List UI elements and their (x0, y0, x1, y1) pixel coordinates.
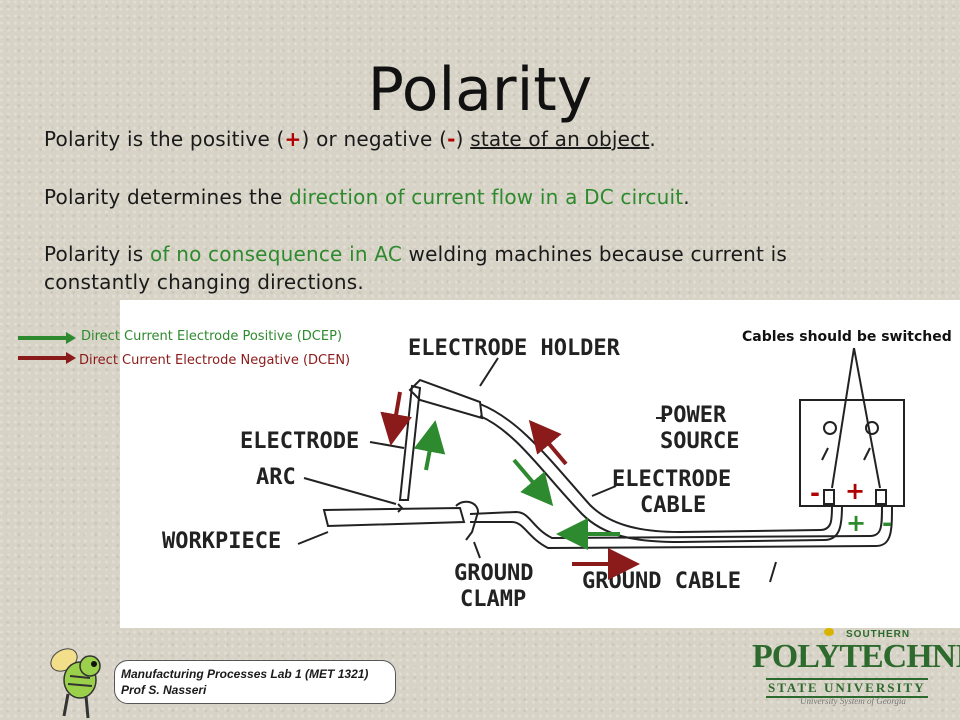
text-segment: Polarity is (44, 242, 150, 266)
instructor-name: Prof S. Nasseri (121, 683, 207, 697)
dial-icon (865, 421, 879, 435)
ground-clamp (455, 500, 480, 541)
note-pointer-left (831, 347, 855, 489)
pointer-arc (303, 477, 397, 505)
label-electrode-cable-2: CABLE (640, 493, 706, 518)
dcen-arrow-electrode (380, 391, 412, 446)
terminal-sign-bottom-left: + (846, 509, 867, 537)
terminal-sign-top-right: + (845, 477, 866, 505)
text-segment: welding machines because current is (402, 242, 787, 266)
text-line-polarity-definition: Polarity is the positive (+) or negative… (44, 125, 656, 153)
plus-sign: + (284, 127, 302, 151)
electrode-holder (408, 378, 484, 420)
logo-star-icon (824, 628, 834, 636)
switch-icon (863, 447, 871, 461)
label-ground-clamp-2: CLAMP (460, 587, 526, 612)
text-segment: ) (455, 127, 471, 151)
highlight-phrase: of no consequence in AC (149, 242, 402, 266)
diagram-drawing: ELECTRODE HOLDER POWER SOURCE ELECTRODE … (162, 336, 905, 612)
dcep-arrow-electrode (413, 420, 446, 471)
label-workpiece: WORKPIECE (162, 529, 281, 554)
electrode-cable (479, 403, 833, 534)
pointer-workpiece (297, 531, 329, 545)
terminal-positive (875, 489, 887, 505)
note-pointer-right (853, 347, 881, 489)
dcen-arrow-cable (528, 419, 568, 466)
dcep-arrow-cable (512, 458, 554, 507)
label-electrode-holder: ELECTRODE HOLDER (408, 336, 621, 361)
switch-icon (821, 447, 829, 461)
legend-arrows (18, 332, 76, 364)
logo-state-university: STATE UNIVERSITY (766, 678, 928, 698)
text-segment: Polarity determines the (44, 185, 290, 209)
pointer-ground-cable (769, 561, 777, 583)
pointer-cable (591, 485, 617, 497)
ground-cable (469, 504, 883, 540)
pointer-electrode (369, 441, 405, 449)
hornet-mascot-icon (50, 648, 101, 719)
course-name: Manufacturing Processes Lab 1 (MET 1321) (121, 667, 369, 681)
power-source-box (799, 399, 905, 507)
dial-icon (823, 421, 837, 435)
text-line-ac-continued: constantly changing directions. (44, 270, 364, 294)
text-segment: Polarity is the positive ( (44, 127, 285, 151)
university-logo: SOUTHERN POLYTECHNIC STATE UNIVERSITY Un… (748, 628, 960, 712)
label-ground-cable: GROUND CABLE (582, 569, 741, 594)
welding-circuit-diagram: ELECTRODE HOLDER POWER SOURCE ELECTRODE … (120, 300, 960, 628)
legend-dcep: Direct Current Electrode Positive (DCEP) (81, 329, 343, 344)
underlined-phrase: state of an object (470, 127, 650, 151)
text-line-direction: Polarity determines the direction of cur… (44, 183, 690, 211)
legend-dcen: Direct Current Electrode Negative (DCEN) (79, 353, 351, 368)
cables-switched-note: Cables should be switched (742, 329, 952, 345)
logo-polytechnic: POLYTECHNIC (752, 638, 960, 675)
text-segment: . (683, 185, 690, 209)
minus-sign: - (447, 127, 456, 151)
logo-southern: SOUTHERN (846, 629, 911, 640)
text-segment: ) or negative ( (301, 127, 448, 151)
label-arc: ARC (256, 465, 296, 490)
workpiece-plate (322, 506, 466, 528)
terminal-negative (823, 489, 835, 505)
legend-arrowhead-red (66, 352, 76, 364)
terminal-sign-top-left: - (810, 479, 820, 507)
arc-spark (397, 503, 404, 513)
label-electrode-cable-1: ELECTRODE (612, 467, 731, 492)
logo-usg: University System of Georgia (800, 696, 906, 706)
highlight-phrase: direction of current flow in a DC circui… (289, 185, 684, 209)
ground-cable-outer (470, 504, 893, 550)
legend-arrowhead-green (66, 332, 76, 344)
slide-title: Polarity (367, 55, 593, 125)
label-ground-clamp-1: GROUND (454, 561, 533, 586)
text-line-ac: Polarity is of no consequence in AC weld… (44, 240, 787, 268)
terminal-sign-bottom-right: - (882, 509, 892, 537)
pointer-holder (479, 357, 499, 387)
pointer-clamp (473, 541, 481, 559)
label-power-source-1: POWER (660, 403, 727, 428)
label-power-source-2: SOURCE (660, 429, 739, 454)
text-segment: . (649, 127, 656, 151)
course-info-box: Manufacturing Processes Lab 1 (MET 1321)… (114, 660, 396, 704)
electrode-rod (398, 384, 422, 501)
label-electrode: ELECTRODE (240, 429, 359, 454)
